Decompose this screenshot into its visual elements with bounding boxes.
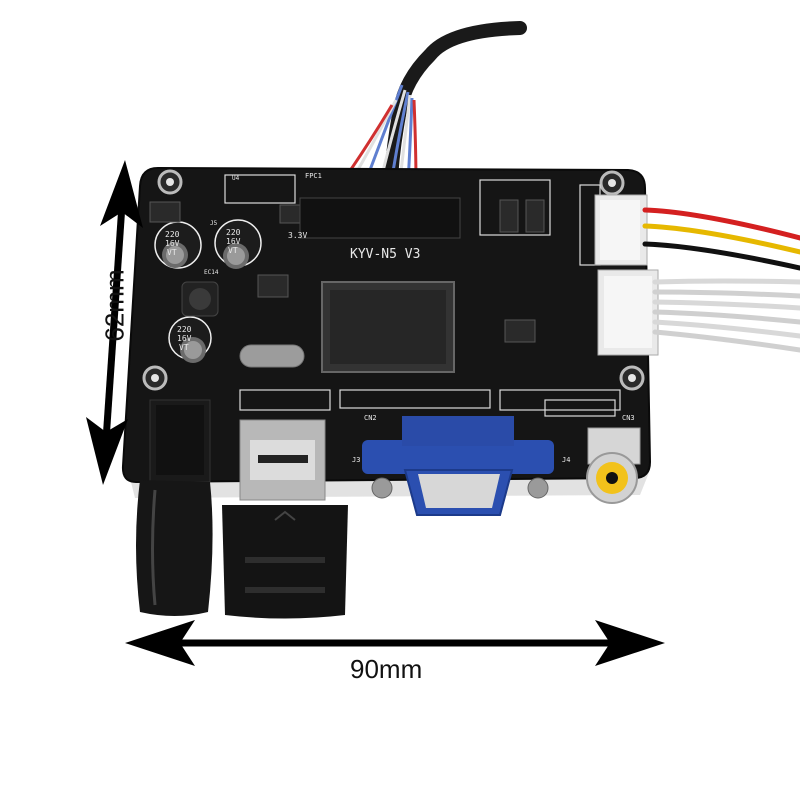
- cap3-brand: VT: [179, 343, 189, 352]
- wires: [642, 207, 800, 353]
- capacitor-2: [214, 219, 262, 269]
- cap3-voltage: 16V: [177, 334, 192, 343]
- cap1-value: 220: [165, 230, 180, 239]
- mounting-holes: [142, 169, 645, 391]
- cap1-voltage: 16V: [165, 239, 180, 248]
- label-3v3: 3.3V: [288, 231, 307, 240]
- label-j5: J5: [210, 220, 218, 227]
- label-u4: U4: [232, 175, 240, 182]
- width-dimension-arrow: [125, 620, 665, 666]
- hdmi-cable-plug: [222, 505, 348, 619]
- hdmi-connector: [239, 419, 326, 501]
- label-cn2: CN2: [364, 414, 377, 422]
- cap1-brand: VT: [167, 248, 177, 257]
- pin-header: [299, 197, 461, 239]
- height-dimension-label: 62mm: [99, 269, 130, 342]
- label-j4: J4: [562, 456, 570, 464]
- small-chips: [149, 199, 545, 343]
- label-cn3: CN3: [622, 414, 635, 422]
- label-j3: J3: [352, 456, 360, 464]
- cap2-value: 220: [226, 228, 241, 237]
- rca-connector: [586, 427, 641, 504]
- power-connector: [594, 194, 648, 266]
- height-dimension-arrow: [86, 160, 143, 485]
- capacitor-1: [154, 221, 202, 269]
- dc-power-jack: [136, 399, 213, 616]
- label-ec14: EC14: [204, 269, 219, 276]
- silkscreen: [224, 174, 621, 417]
- keypad-connector: [597, 269, 659, 356]
- vga-connector: [362, 416, 554, 516]
- cap2-voltage: 16V: [226, 237, 241, 246]
- cap2-brand: VT: [228, 246, 238, 255]
- cap3-value: 220: [177, 325, 192, 334]
- label-fpc1: FPC1: [305, 172, 322, 180]
- main-chip: [321, 281, 455, 373]
- board-model-text: KYV-N5 V3: [350, 247, 420, 262]
- inductor: [181, 281, 219, 317]
- width-dimension-label: 90mm: [350, 654, 423, 684]
- crystal-oscillator: [239, 344, 305, 368]
- capacitor-3: [168, 316, 212, 363]
